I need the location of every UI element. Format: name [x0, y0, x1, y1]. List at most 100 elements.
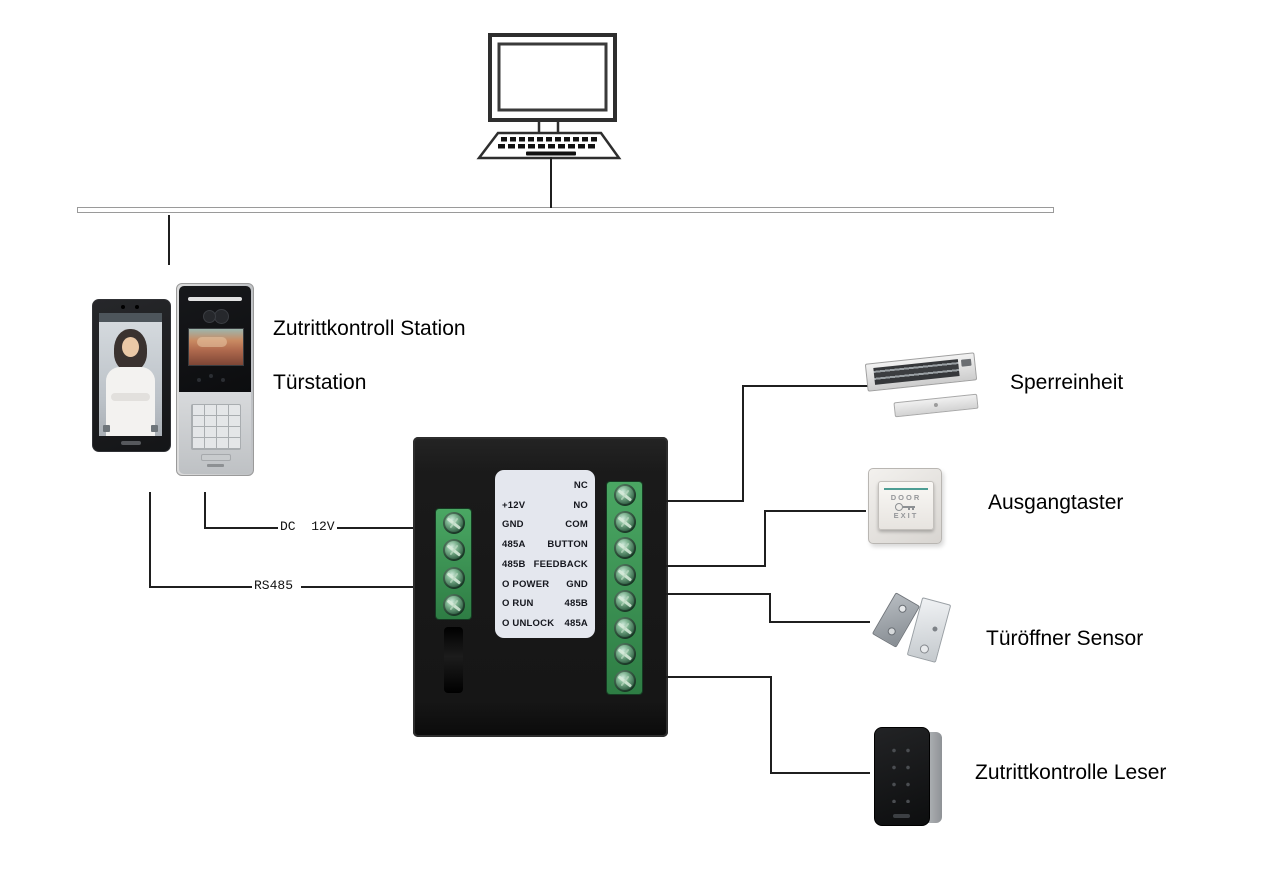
screen-icon-left: [103, 425, 110, 432]
pin-label: 485A: [502, 539, 526, 551]
wire-dc12v-vertical: [204, 492, 206, 529]
pin-label: FEEDBACK: [533, 558, 588, 570]
access-control-station-device: [92, 299, 171, 452]
person-arms: [111, 393, 150, 401]
wire-dc12v-left: [204, 527, 282, 529]
pin-label: GND: [502, 519, 524, 531]
exit-button-device: DOOR EXIT: [868, 468, 942, 544]
sensor-dots: [209, 374, 213, 378]
wire-pc-to-bus: [550, 157, 552, 208]
door-station-lower-panel: [179, 392, 251, 474]
wire-sensor-h2: [769, 621, 870, 623]
terminal-screw: [613, 484, 636, 507]
station-screen: [99, 313, 162, 436]
person-blouse: [106, 367, 155, 436]
label-exit-button: Ausgangtaster: [988, 491, 1124, 514]
key-icon: [879, 502, 933, 511]
camera-dots-icon: [121, 305, 125, 309]
wire-sensor-h1: [666, 593, 771, 595]
network-bus-line: [77, 207, 1054, 213]
exit-button-door-text: DOOR: [890, 493, 922, 502]
terminal-block-right: [607, 482, 642, 694]
camera-lens-icon: [203, 310, 216, 323]
magnetic-lock-connector: [960, 358, 972, 367]
brand-logo: [121, 441, 141, 445]
wire-reader-h2: [770, 772, 870, 774]
magnetic-lock-core: [873, 359, 960, 385]
brand-logo: [893, 814, 910, 818]
label-door-station: Türstation: [273, 371, 367, 394]
card-slot: [201, 454, 231, 461]
terminal-screw: [442, 539, 465, 562]
door-station-upper-panel: [179, 286, 251, 392]
screen-icon-right: [151, 425, 158, 432]
exit-button-face: DOOR EXIT: [878, 481, 934, 530]
label-access-reader: Zutrittkontrolle Leser: [975, 761, 1167, 784]
terminal-screw: [613, 590, 636, 613]
door-station-screen: [188, 328, 244, 366]
pin-label: GND: [566, 578, 588, 590]
terminal-screw: [613, 669, 636, 692]
exit-button-exit-text: EXIT: [893, 511, 919, 520]
keypad-grid: [191, 404, 241, 450]
access-control-module: NC +12V NO GND COM 485A BUTTON 485B FEEDBACK…: [413, 437, 668, 737]
wire-rs485-right: [301, 586, 413, 588]
pin-label: O UNLOCK: [502, 617, 555, 629]
wire-exit-h2: [764, 510, 866, 512]
wire-dc12v-right: [332, 527, 413, 529]
wire-rs485-vertical: [149, 492, 151, 588]
wire-rs485-left: [149, 586, 253, 588]
wire-reader-v: [770, 676, 772, 774]
keyboard-keys: [498, 137, 597, 156]
armature-plate: [893, 393, 979, 418]
pin-label: NO: [573, 499, 588, 511]
terminal-screw: [442, 566, 465, 589]
module-slot: [444, 627, 463, 693]
person-face: [122, 337, 139, 357]
exit-button-accent-line: [884, 488, 928, 490]
pin-label: 485B: [502, 558, 526, 570]
reader-keypad-dots: [885, 740, 919, 803]
wire-label-dc12v: DC 12V: [278, 519, 337, 534]
plate-hole: [933, 402, 939, 408]
pin-label: COM: [565, 519, 588, 531]
wire-label-rs485: RS485: [252, 578, 296, 593]
pin-label: 485B: [564, 598, 588, 610]
pin-label: O POWER: [502, 578, 550, 590]
terminal-screw: [613, 563, 636, 586]
speaker-grille: [188, 297, 242, 301]
wire-lock-v: [742, 386, 744, 502]
terminal-block-left: [436, 509, 471, 619]
door-sensor-device: [871, 592, 958, 672]
module-pinout-label: NC +12V NO GND COM 485A BUTTON 485B FEEDBACK…: [495, 470, 595, 638]
wire-exit-v: [764, 511, 766, 567]
access-reader-device: [874, 727, 942, 827]
label-access-station: Zutrittkontroll Station: [273, 317, 466, 340]
pin-label: NC: [573, 480, 588, 491]
pin-label: 485A: [564, 617, 588, 629]
terminal-screw: [613, 643, 636, 666]
terminal-screw: [613, 616, 636, 639]
pin-label: +12V: [502, 499, 526, 511]
magnetic-lock-device: [864, 350, 992, 422]
reader-front-panel: [874, 727, 930, 826]
label-lock-unit: Sperreinheit: [1010, 371, 1124, 394]
terminal-screw: [613, 510, 636, 533]
wire-bus-to-stations: [168, 215, 170, 265]
wire-lock-h2: [742, 385, 868, 387]
screen-statusbar: [99, 313, 162, 322]
terminal-screw: [442, 594, 465, 617]
magnetic-lock-body: [864, 352, 978, 392]
wire-exit-h1: [666, 565, 766, 567]
pc-icon: [476, 33, 622, 160]
pin-label: BUTTON: [547, 539, 588, 551]
door-station-device: [176, 283, 254, 476]
wire-sensor-v: [769, 593, 771, 623]
label-door-sensor: Türöffner Sensor: [986, 627, 1144, 650]
wire-lock-h1: [666, 500, 744, 502]
brand-logo: [207, 464, 224, 467]
wire-reader-h1: [666, 676, 772, 678]
terminal-screw: [442, 511, 465, 534]
terminal-screw: [613, 537, 636, 560]
